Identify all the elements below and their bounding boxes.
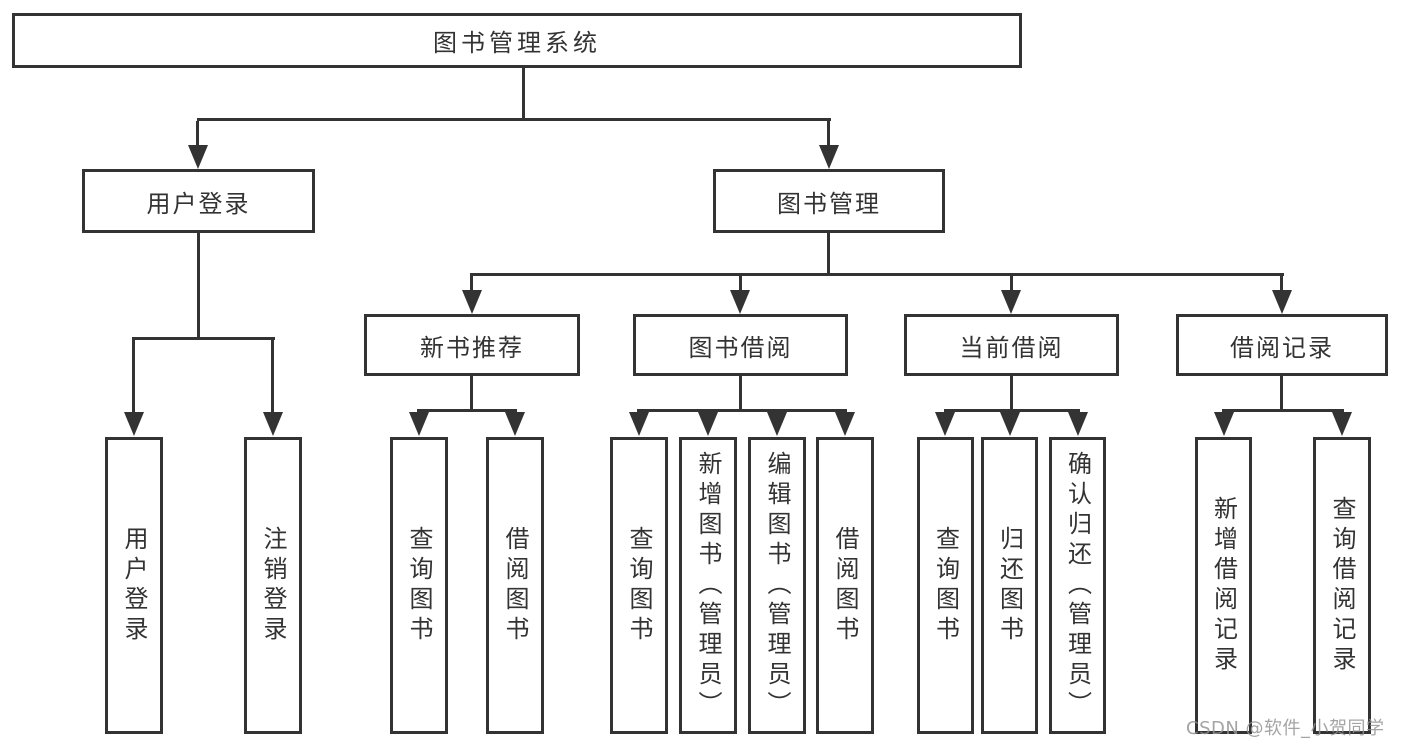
leaf-query-books-recommend: 查询图书	[390, 437, 448, 734]
connector-line	[470, 276, 473, 290]
arrow-down-icon	[767, 412, 787, 436]
leaf-return-books: 归还图书	[981, 437, 1038, 734]
leaf-user-login: 用户登录	[105, 437, 163, 734]
arrow-down-icon	[124, 412, 144, 436]
arrow-down-icon	[730, 290, 750, 314]
connector-line	[1222, 409, 1344, 412]
connector-line	[1280, 376, 1283, 409]
connector-line	[197, 118, 831, 121]
connector-line	[739, 376, 742, 409]
connector-line	[1010, 276, 1013, 290]
node-borrowing-records: 借阅记录	[1176, 314, 1388, 376]
arrow-down-icon	[835, 412, 855, 436]
node-label: 用户登录	[146, 189, 251, 218]
node-user-login: 用户登录	[82, 169, 315, 233]
connector-line	[271, 340, 274, 412]
leaf-label: 新增图书（管理员）	[694, 450, 722, 721]
leaf-label: 用户登录	[120, 525, 148, 646]
arrow-down-icon	[263, 412, 283, 436]
node-label: 图书管理系统	[433, 29, 601, 57]
leaf-label: 确认归还（管理员）	[1063, 450, 1092, 721]
leaf-borrow-books-recommend: 借阅图书	[486, 437, 544, 734]
leaf-label: 编辑图书（管理员）	[763, 450, 791, 721]
arrow-down-icon	[935, 412, 955, 436]
connector-line	[196, 121, 199, 147]
connector-line	[132, 337, 275, 340]
arrow-down-icon	[505, 412, 525, 436]
leaf-label: 借阅图书	[501, 525, 529, 646]
leaf-add-books-admin: 新增图书（管理员）	[679, 437, 737, 734]
leaf-logout-login: 注销登录	[244, 437, 302, 734]
connector-line	[197, 233, 200, 337]
connector-line	[470, 273, 1284, 276]
leaf-query-books-current: 查询图书	[917, 437, 974, 734]
leaf-query-books-borrow: 查询图书	[610, 437, 668, 734]
arrow-down-icon	[698, 412, 718, 436]
arrow-down-icon	[409, 412, 429, 436]
arrow-down-icon	[819, 145, 839, 169]
arrow-down-icon	[1332, 412, 1352, 436]
leaf-borrow-books: 借阅图书	[816, 437, 874, 734]
leaf-label: 查询图书	[625, 525, 653, 646]
node-book-management: 图书管理	[713, 169, 945, 233]
connector-line	[417, 409, 517, 412]
node-label: 借阅记录	[1230, 333, 1334, 362]
node-label: 当前借阅	[959, 333, 1064, 362]
arrow-down-icon	[188, 145, 208, 169]
leaf-label: 归还图书	[995, 525, 1024, 646]
arrow-down-icon	[629, 412, 649, 436]
leaf-edit-books-admin: 编辑图书（管理员）	[748, 437, 806, 734]
node-library-management-system: 图书管理系统	[12, 13, 1022, 68]
leaf-query-borrow-record: 查询借阅记录	[1313, 437, 1371, 734]
arrow-down-icon	[1214, 412, 1234, 436]
connector-line	[522, 68, 525, 118]
node-new-book-recommendation: 新书推荐	[364, 314, 580, 376]
connector-line	[827, 121, 830, 147]
leaf-confirm-return-admin: 确认归还（管理员）	[1049, 437, 1106, 734]
node-label: 新书推荐	[420, 333, 524, 362]
leaf-add-borrow-record: 新增借阅记录	[1195, 437, 1252, 734]
connector-line	[1280, 276, 1283, 290]
leaf-label: 新增借阅记录	[1209, 495, 1238, 676]
connector-line	[132, 340, 135, 412]
arrow-down-icon	[462, 290, 482, 314]
leaf-label: 查询借阅记录	[1328, 495, 1356, 676]
watermark: CSDN @软件_小贺同学	[1186, 718, 1385, 739]
leaf-label: 注销登录	[259, 525, 287, 646]
arrow-down-icon	[1000, 412, 1020, 436]
arrow-down-icon	[1001, 290, 1021, 314]
node-book-borrowing: 图书借阅	[633, 314, 848, 376]
arrow-down-icon	[1272, 290, 1292, 314]
connector-line	[1010, 376, 1013, 409]
leaf-label: 查询图书	[931, 525, 960, 646]
node-current-borrowing: 当前借阅	[904, 314, 1119, 376]
leaf-label: 查询图书	[405, 525, 433, 646]
connector-line	[637, 409, 847, 412]
connector-line	[827, 233, 830, 273]
connector-line	[944, 409, 1080, 412]
node-label: 图书借阅	[688, 333, 793, 362]
connector-line	[739, 276, 742, 290]
leaf-label: 借阅图书	[831, 525, 859, 646]
arrow-down-icon	[1068, 412, 1088, 436]
node-label: 图书管理	[777, 189, 881, 218]
connector-line	[470, 376, 473, 409]
